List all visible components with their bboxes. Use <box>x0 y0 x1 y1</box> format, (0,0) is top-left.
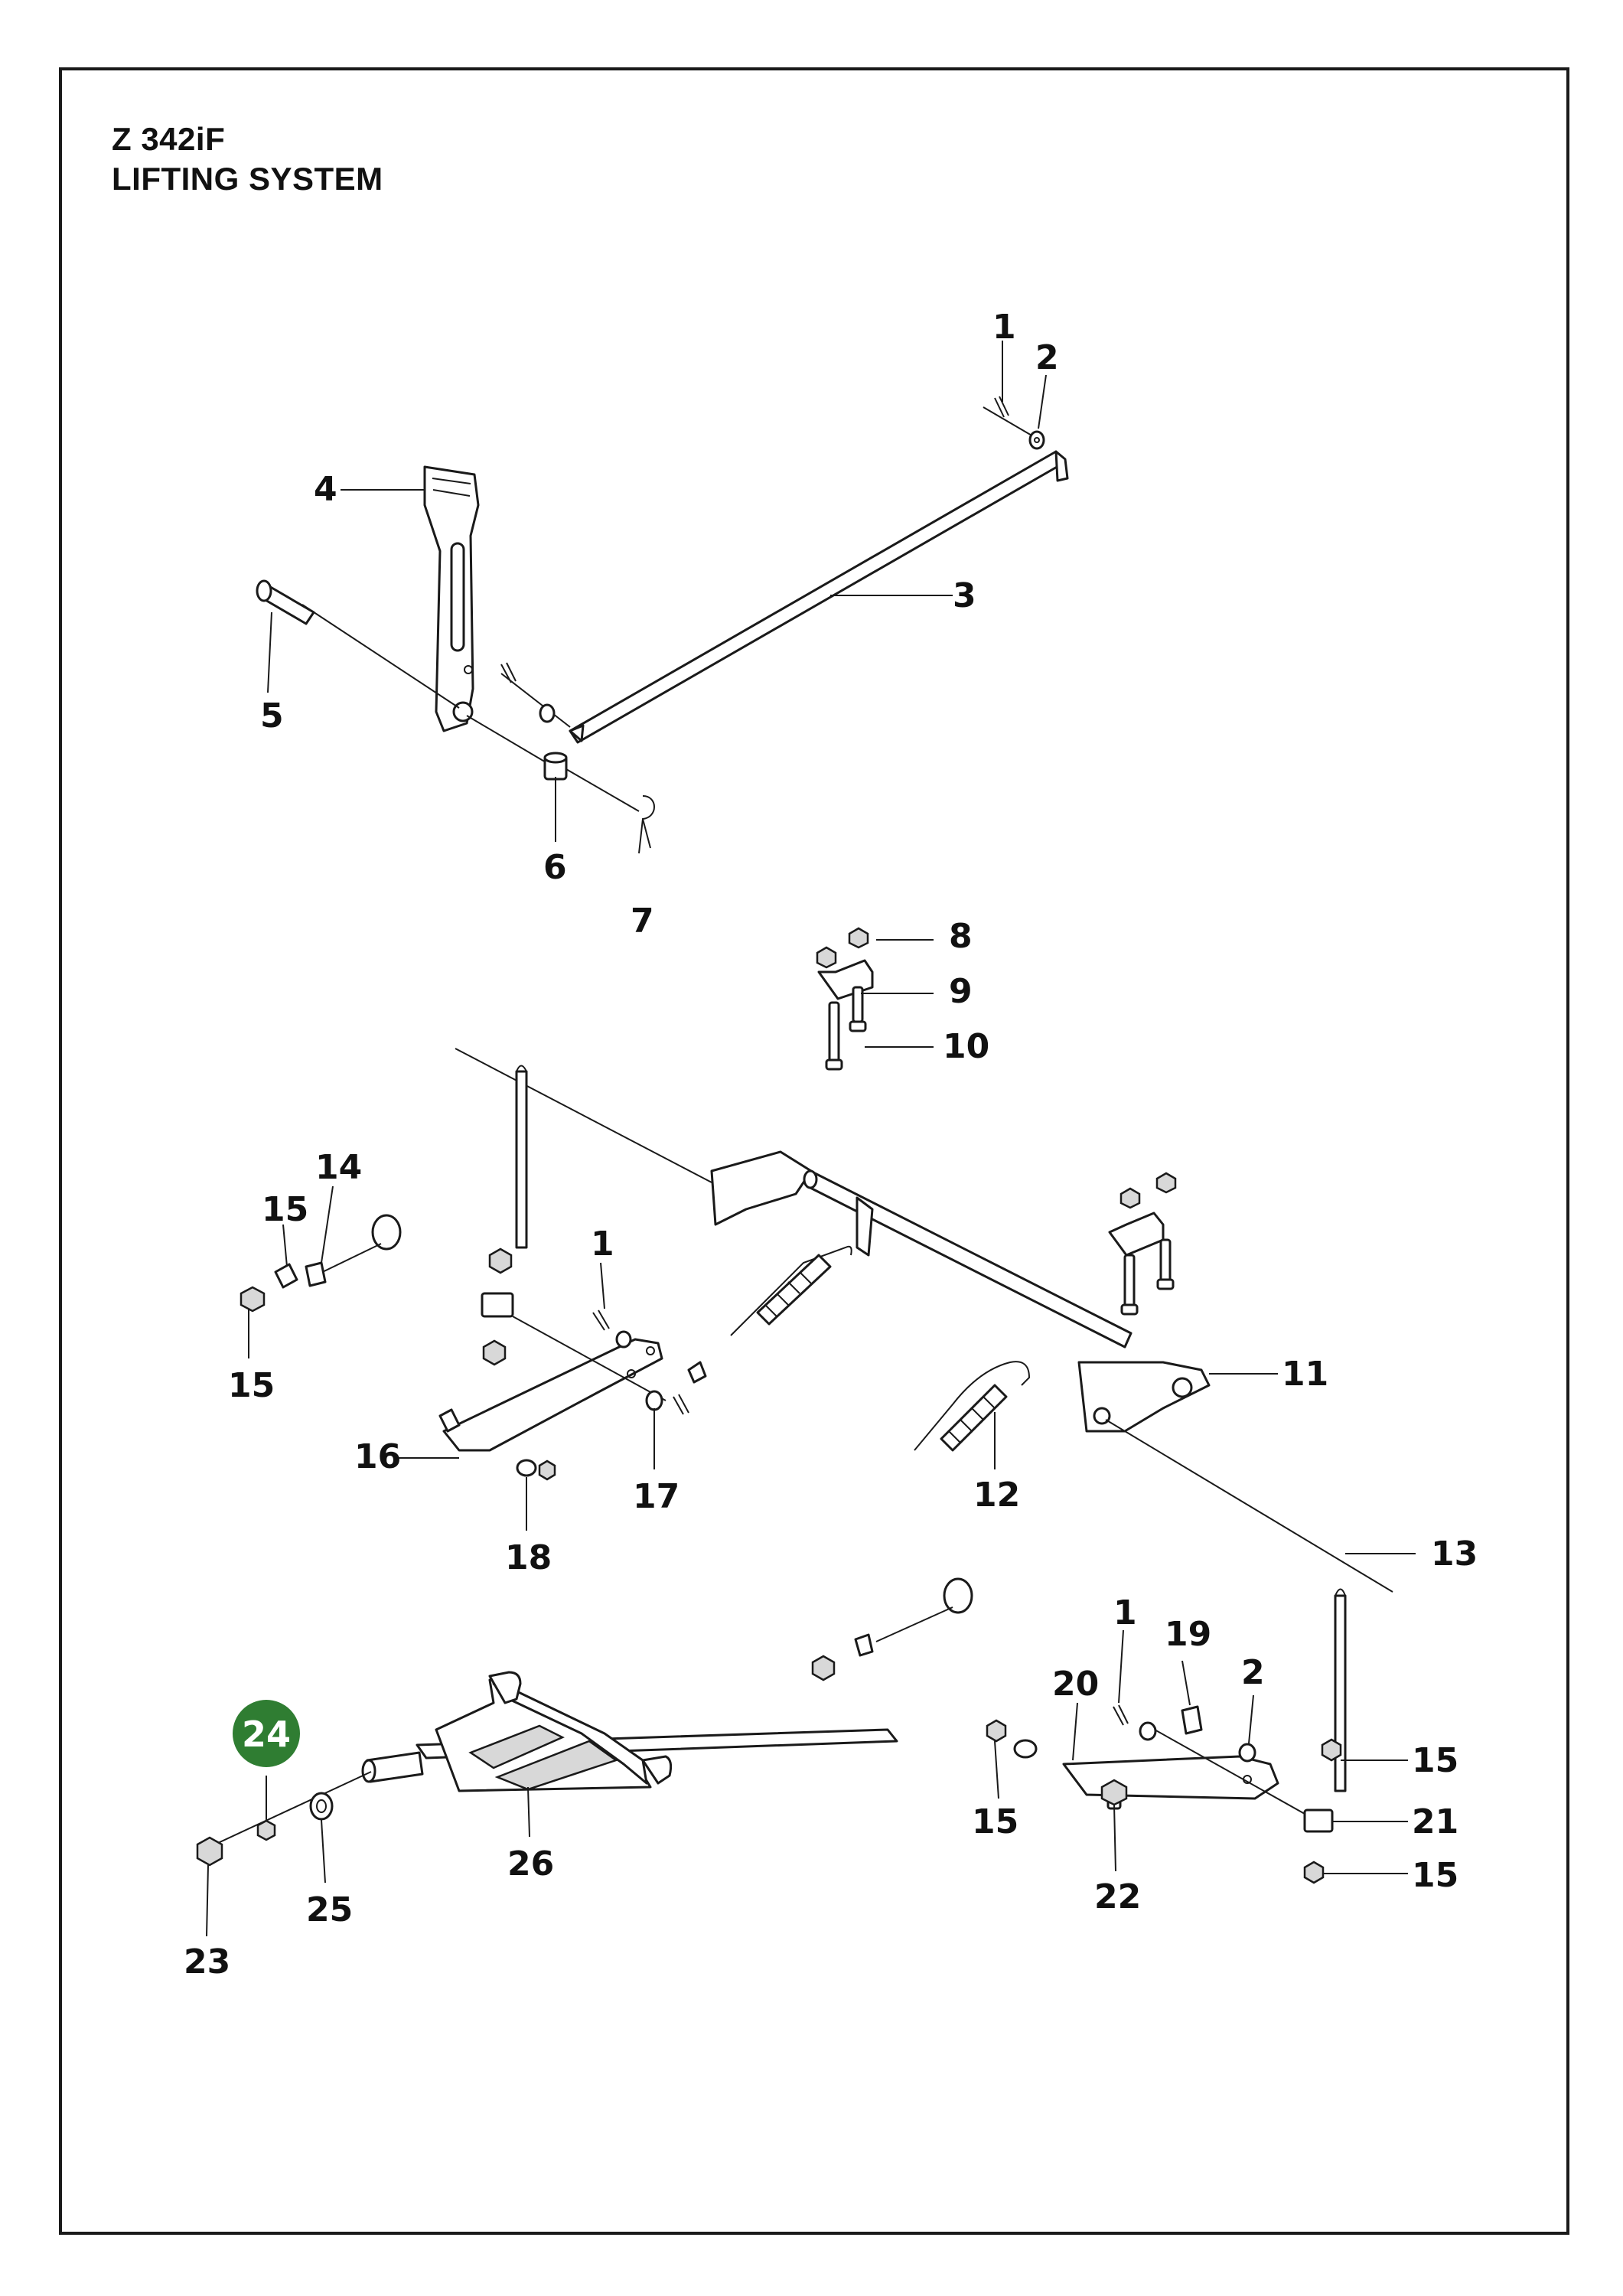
callout-21[interactable]: 21 <box>1412 1802 1458 1841</box>
callout-22[interactable]: 22 <box>1094 1877 1141 1916</box>
page-frame <box>59 67 1569 2235</box>
highlight-badge-label: 24 <box>242 1714 291 1755</box>
callout-15-c[interactable]: 15 <box>1412 1741 1458 1780</box>
callout-17[interactable]: 17 <box>633 1477 680 1516</box>
callout-1-mid[interactable]: 1 <box>591 1225 614 1264</box>
callout-15-e[interactable]: 15 <box>1412 1856 1458 1895</box>
callout-18[interactable]: 18 <box>505 1538 552 1577</box>
callout-26[interactable]: 26 <box>507 1844 554 1883</box>
lift-rod-3 <box>569 450 1069 744</box>
nut-washer-23-25 <box>196 1771 372 1867</box>
eye-bolt-right <box>811 1577 973 1681</box>
callout-4[interactable]: 4 <box>314 470 337 509</box>
bushing-6 <box>466 715 568 781</box>
callout-25[interactable]: 25 <box>306 1890 353 1929</box>
bracket-8-10 <box>816 927 874 1071</box>
callout-15-b[interactable]: 15 <box>228 1366 275 1405</box>
eye-bolt-14 <box>240 1214 402 1313</box>
callout-20[interactable]: 20 <box>1052 1665 1099 1704</box>
springs-12 <box>730 1245 1031 1452</box>
callout-15-d[interactable]: 15 <box>972 1802 1018 1841</box>
callout-23[interactable]: 23 <box>184 1942 230 1981</box>
hairpin-clip-7 <box>565 768 655 854</box>
callout-5[interactable]: 5 <box>260 696 284 735</box>
callout-3[interactable]: 3 <box>953 576 976 615</box>
deck-lift-bracket-26 <box>361 1671 898 1792</box>
callout-10[interactable]: 10 <box>943 1027 989 1066</box>
callout-2-bottom[interactable]: 2 <box>1241 1653 1265 1692</box>
lift-link-13 <box>1303 1588 1347 1884</box>
lift-link-left <box>442 1065 666 1452</box>
upper-small-hardware <box>500 662 571 728</box>
clevis-pin-5 <box>256 579 460 709</box>
bracket-duplicate-right <box>1108 1172 1177 1316</box>
callout-2-top[interactable]: 2 <box>1035 338 1059 377</box>
callout-15-a[interactable]: 15 <box>262 1190 308 1229</box>
right-hardware <box>986 1719 1128 1810</box>
lift-arm-20 <box>1062 1704 1305 1815</box>
callout-7[interactable]: 7 <box>631 902 654 941</box>
washer-2-top <box>1028 430 1045 450</box>
callout-8[interactable]: 8 <box>949 917 973 956</box>
callout-1-top[interactable]: 1 <box>992 308 1016 347</box>
callout-16[interactable]: 16 <box>354 1437 401 1476</box>
model-title: Z 342iF <box>112 121 226 157</box>
lift-pedal-4 <box>423 465 480 732</box>
leader-lines <box>206 341 1416 1937</box>
callout-14[interactable]: 14 <box>315 1148 362 1187</box>
callout-19[interactable]: 19 <box>1165 1615 1211 1654</box>
callout-12[interactable]: 12 <box>973 1476 1020 1515</box>
callout-1-bottom[interactable]: 1 <box>1113 1593 1137 1632</box>
cotter-pin-1-top <box>983 396 1034 437</box>
callout-9[interactable]: 9 <box>949 972 973 1011</box>
section-title: LIFTING SYSTEM <box>112 161 383 197</box>
callout-6[interactable]: 6 <box>543 848 567 887</box>
callout-labels: 1 2 3 4 5 6 7 8 9 10 15 14 1 15 11 16 17… <box>184 308 1478 1981</box>
small-hardware-left <box>438 1309 707 1481</box>
callout-13[interactable]: 13 <box>1431 1534 1478 1574</box>
highlight-badge-24[interactable]: 24 <box>233 1700 300 1767</box>
lift-shaft-11 <box>455 1048 1393 1593</box>
callout-11[interactable]: 11 <box>1282 1355 1328 1394</box>
